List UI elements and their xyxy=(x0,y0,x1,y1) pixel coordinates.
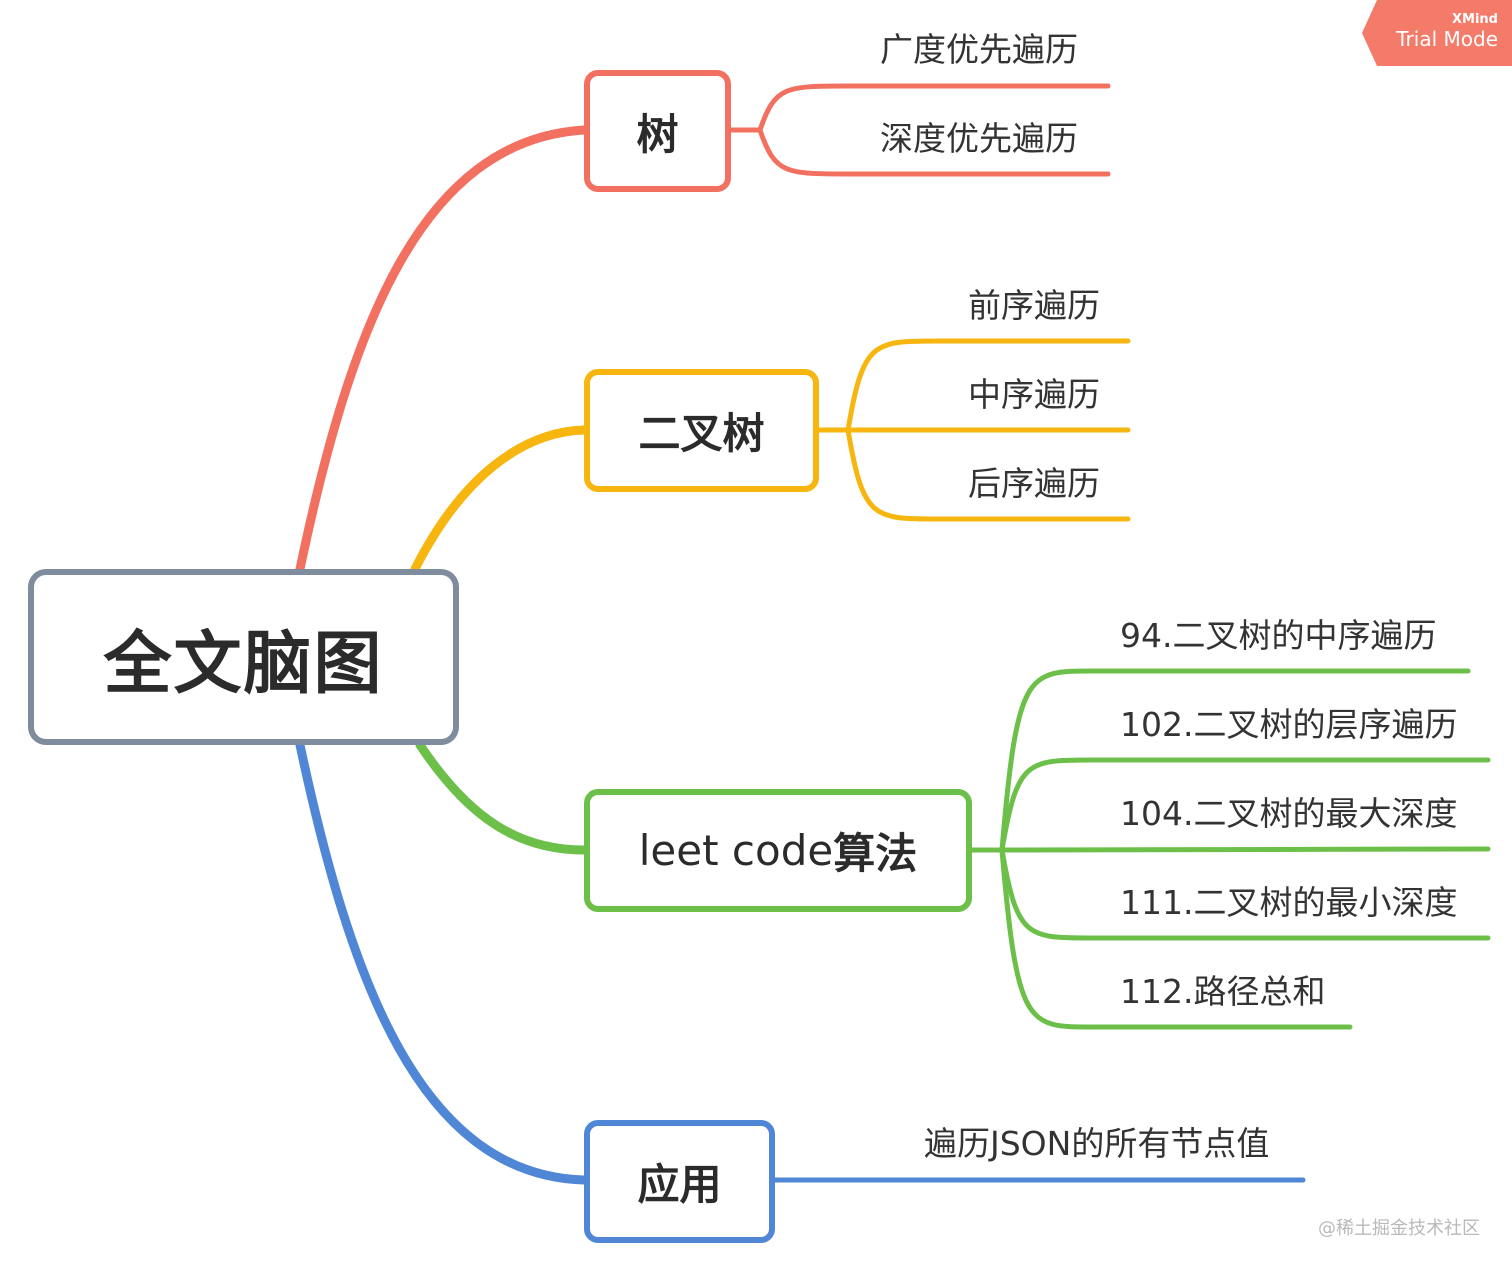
leaf-tree-bfs[interactable]: 广度优先遍历 xyxy=(880,30,1078,69)
leaf-app-json[interactable]: 遍历JSON的所有节点值 xyxy=(924,1124,1270,1163)
leaf-leetcode-112[interactable]: 112.路径总和 xyxy=(1120,972,1326,1011)
leaf-connector-binary-2 xyxy=(845,427,1131,522)
leaf-connector-leet-4 xyxy=(999,847,1353,1030)
leaf-tree-dfs[interactable]: 深度优先遍历 xyxy=(880,119,1078,158)
leaf-connector-tree-1 xyxy=(757,127,1111,177)
leaf-leetcode-104[interactable]: 104.二叉树的最大深度 xyxy=(1120,794,1458,833)
branch-label-binary-tree: 二叉树 xyxy=(638,409,765,458)
root-node[interactable]: 全文脑图 xyxy=(28,569,459,745)
leaf-connector-leet-0 xyxy=(999,668,1471,853)
leaf-binary-inorder[interactable]: 中序遍历 xyxy=(968,375,1100,414)
root-connector-tree xyxy=(295,125,589,574)
branch-node-application[interactable]: 应用 xyxy=(584,1120,775,1243)
root-connector-binary xyxy=(410,425,589,574)
branch-label-leetcode-prefix: leet code xyxy=(638,826,834,875)
branch-label-tree: 树 xyxy=(636,109,679,159)
branch-label-application: 应用 xyxy=(637,1160,722,1209)
root-connector-app xyxy=(295,740,589,1185)
root-label: 全文脑图 xyxy=(103,624,384,704)
leaf-connector-binary-0 xyxy=(845,338,1131,433)
leaf-connector-leet-1 xyxy=(999,757,1491,853)
branch-node-binary-tree[interactable]: 二叉树 xyxy=(584,369,819,492)
branch-label-leetcode-suffix: 算法 xyxy=(833,829,918,878)
branch-node-tree[interactable]: 树 xyxy=(584,70,731,192)
leaf-leetcode-102[interactable]: 102.二叉树的层序遍历 xyxy=(1120,705,1458,744)
badge-mode: Trial Mode xyxy=(1396,27,1498,51)
leaf-leetcode-94[interactable]: 94.二叉树的中序遍历 xyxy=(1120,616,1437,655)
leaf-binary-postorder[interactable]: 后序遍历 xyxy=(968,464,1100,503)
leaf-binary-preorder[interactable]: 前序遍历 xyxy=(968,286,1100,325)
root-connector-leet xyxy=(415,740,589,855)
leaf-connector-tree-0 xyxy=(757,83,1111,133)
leaf-connector-leet-3 xyxy=(999,847,1491,941)
watermark: @稀土掘金技术社区 xyxy=(1318,1218,1480,1239)
leaf-connector-leet-2 xyxy=(999,846,1491,853)
leaf-leetcode-111[interactable]: 111.二叉树的最小深度 xyxy=(1120,883,1458,922)
badge-brand: XMind xyxy=(1452,12,1498,27)
trial-mode-badge: XMind Trial Mode xyxy=(1362,0,1512,66)
